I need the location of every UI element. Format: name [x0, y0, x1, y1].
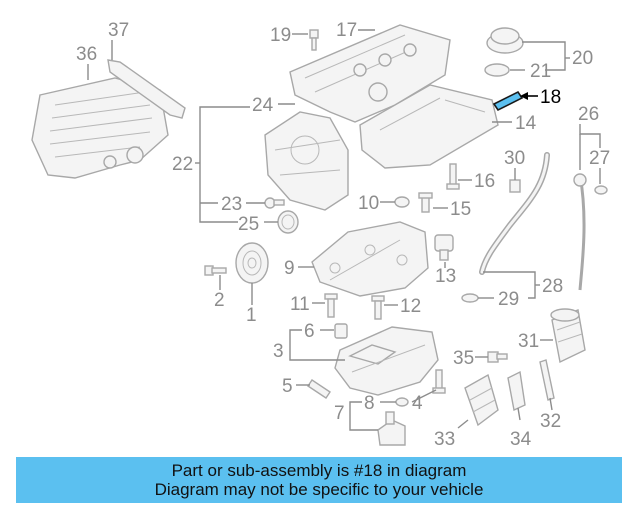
- dipstick-part: [573, 173, 608, 291]
- label-17: 17: [336, 20, 357, 41]
- label-4: 4: [412, 393, 423, 414]
- label-27: 27: [589, 148, 610, 169]
- bolt-35-part: [487, 351, 508, 363]
- part-32-part: [539, 359, 555, 401]
- label-8: 8: [364, 393, 375, 414]
- parts-diagram: 37 36 19 17 20 21 18 14 24 22 23 25 10 1…: [31, 20, 610, 450]
- label-5: 5: [282, 376, 293, 397]
- oil-filter-part: [550, 308, 586, 364]
- label-37: 37: [108, 20, 129, 41]
- part-5-part: [307, 379, 331, 399]
- part-30-part: [509, 179, 521, 193]
- part-34-part: [507, 370, 526, 412]
- callout-labels: 37 36 19 17 20 21 18 14 24 22 23 25 10 1…: [76, 20, 610, 450]
- label-33: 33: [434, 429, 455, 450]
- label-10: 10: [358, 193, 379, 214]
- label-35: 35: [453, 348, 474, 369]
- banner-line-part-number: Part or sub-assembly is #18 in diagram: [171, 461, 467, 480]
- intake-manifold-part: [31, 77, 169, 179]
- leader-lines: [87, 29, 601, 431]
- lower-housing-part: [311, 221, 429, 297]
- seal-25-part: [277, 210, 299, 234]
- oil-cap-part: [484, 27, 524, 77]
- crank-pulley-part: [235, 242, 269, 284]
- bolt-12-part: [371, 295, 385, 320]
- label-36: 36: [76, 44, 97, 65]
- label-22: 22: [172, 154, 193, 175]
- label-30: 30: [504, 148, 525, 169]
- oil-cooler-33-part: [464, 373, 499, 427]
- dipstick-tube-part: [461, 152, 550, 303]
- label-15: 15: [450, 199, 471, 220]
- part-18-highlighted: [492, 90, 524, 112]
- label-2: 2: [214, 290, 225, 311]
- washer-10-part: [394, 196, 410, 208]
- bolt-11-part: [324, 293, 338, 318]
- label-11: 11: [290, 294, 310, 315]
- label-26: 26: [578, 104, 599, 125]
- label-13: 13: [435, 266, 456, 287]
- label-16: 16: [474, 171, 495, 192]
- label-25: 25: [238, 214, 259, 235]
- intake-gasket-part: [107, 59, 186, 119]
- bolt-2-part: [204, 265, 227, 276]
- label-21: 21: [530, 61, 551, 82]
- label-6: 6: [304, 321, 315, 342]
- label-20: 20: [572, 48, 593, 69]
- label-24: 24: [252, 95, 274, 116]
- sensor-13-part: [434, 234, 454, 261]
- label-29: 29: [498, 289, 519, 310]
- part-8-part: [395, 397, 409, 407]
- label-7: 7: [334, 403, 345, 424]
- label-34: 34: [510, 429, 532, 450]
- bolt-19-part: [309, 29, 319, 51]
- part-7-part: [377, 411, 406, 446]
- label-18-highlighted: 18: [540, 87, 561, 108]
- label-9: 9: [284, 258, 295, 279]
- label-28: 28: [542, 276, 563, 297]
- label-32: 32: [540, 411, 561, 432]
- bolt-4-part: [432, 369, 446, 394]
- label-23: 23: [221, 194, 242, 215]
- drain-plug-6-part: [334, 323, 348, 339]
- bolt-16-part: [446, 163, 460, 190]
- oil-pan-part: [334, 326, 439, 396]
- engine-cover-part: [359, 84, 499, 169]
- bolt-15-part: [418, 192, 433, 213]
- label-14: 14: [515, 113, 537, 134]
- timing-cover-part: [264, 111, 349, 211]
- label-19: 19: [270, 25, 291, 46]
- banner-line-disclaimer: Diagram may not be specific to your vehi…: [154, 480, 484, 499]
- label-12: 12: [400, 296, 421, 317]
- label-1: 1: [246, 305, 257, 326]
- label-3: 3: [273, 341, 284, 362]
- bolt-23-part: [264, 197, 285, 209]
- info-banner: Part or sub-assembly is #18 in diagram D…: [16, 457, 622, 503]
- label-31: 31: [518, 331, 539, 352]
